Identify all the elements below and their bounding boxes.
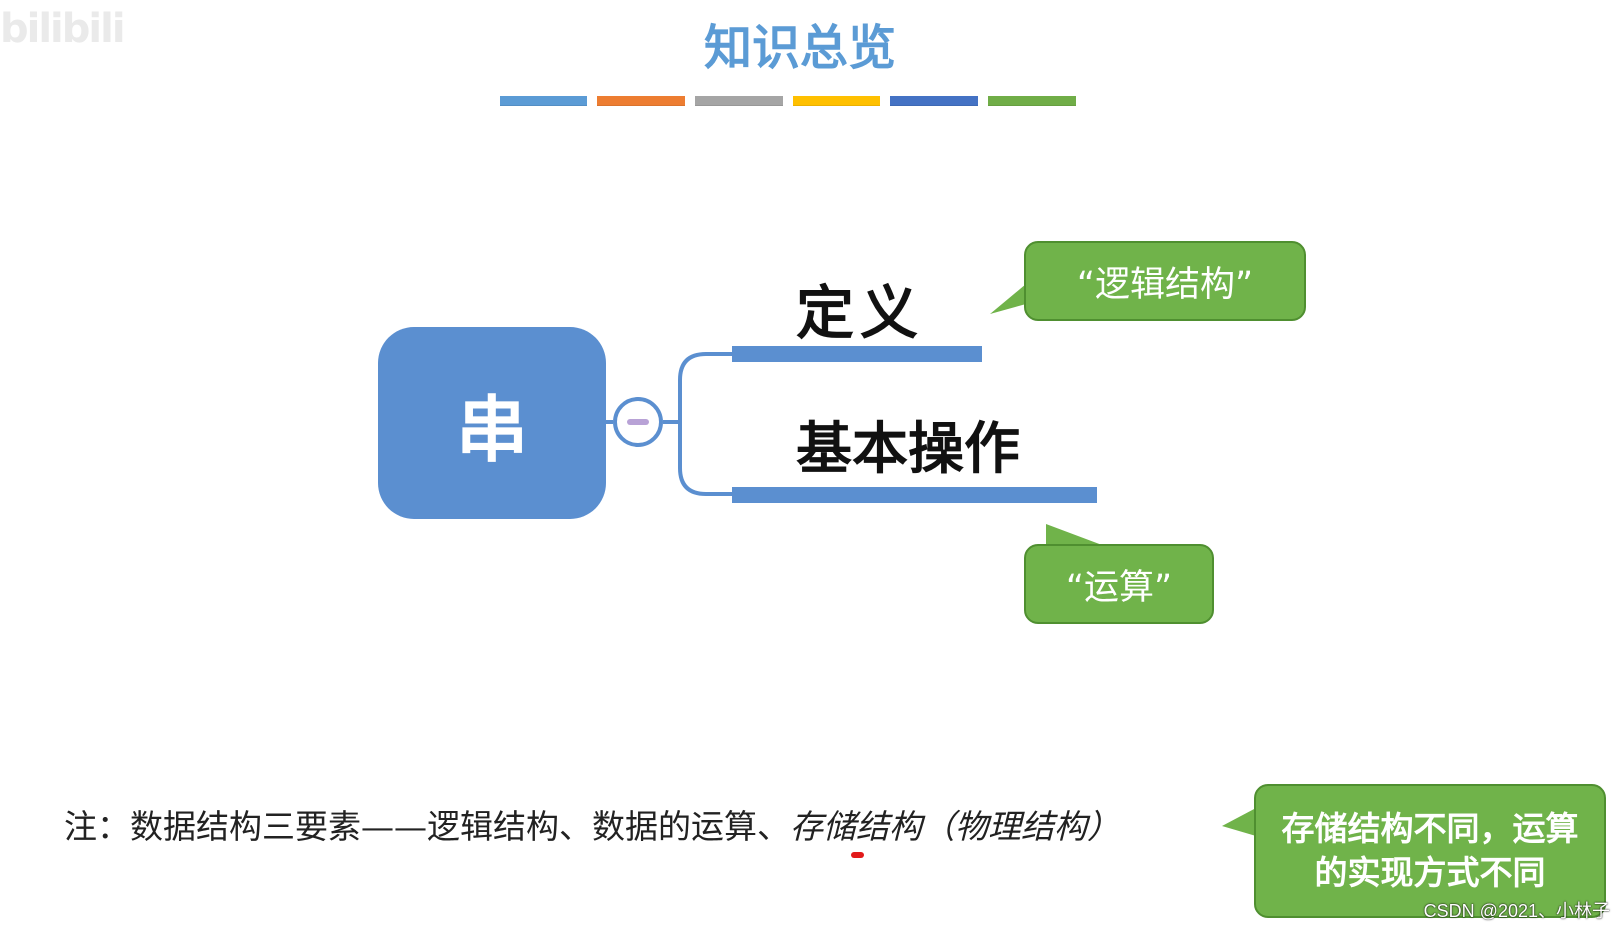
branch-label-definition: 定义 xyxy=(796,279,925,347)
color-bar-5 xyxy=(890,96,978,106)
branch-bar-basic-operations xyxy=(732,487,1097,503)
footnote: 注：数据结构三要素——逻辑结构、数据的运算、存储结构（物理结构） xyxy=(64,800,1120,848)
callout-tail-logical-structure xyxy=(990,284,1026,314)
callout-storage-note: 存储结构不同，运算的实现方式不同 xyxy=(1254,784,1606,918)
minus-icon xyxy=(627,419,649,425)
root-node[interactable]: 串 xyxy=(378,327,606,519)
callout-operations: “运算” xyxy=(1024,544,1214,624)
branch-label-basic-operations: 基本操作 xyxy=(796,417,1020,482)
color-bar-3 xyxy=(695,96,783,106)
color-bar-1 xyxy=(500,96,587,106)
red-pen-mark xyxy=(851,852,864,858)
color-bar-2 xyxy=(597,96,685,106)
callout-tail-operations xyxy=(1046,524,1110,548)
color-bar-4 xyxy=(793,96,880,106)
slide-title: 知识总览 xyxy=(703,20,896,76)
csdn-credit: CSDN @2021、小林子 xyxy=(1423,901,1610,921)
branch-bar-definition xyxy=(732,346,982,362)
color-bar-6 xyxy=(988,96,1076,106)
collapse-toggle-button[interactable] xyxy=(613,397,663,447)
footnote-italic-text: 存储结构（物理结构） xyxy=(790,807,1120,846)
bilibili-logo-watermark: bilibili xyxy=(0,6,126,52)
footnote-text: 注：数据结构三要素——逻辑结构、数据的运算、 xyxy=(64,807,790,846)
callout-tail-storage-note xyxy=(1222,808,1256,836)
callout-logical-structure: “逻辑结构” xyxy=(1024,241,1306,321)
